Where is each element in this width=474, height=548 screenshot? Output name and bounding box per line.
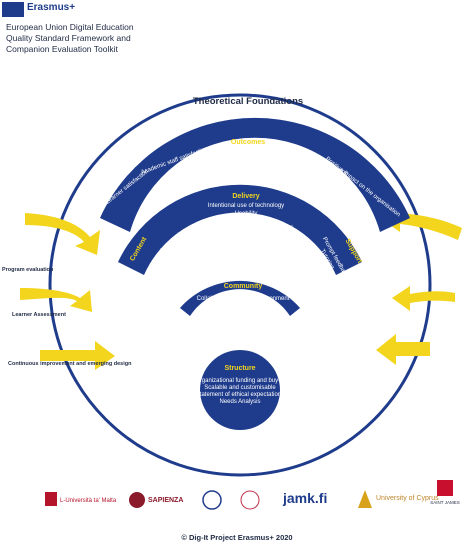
arrow-left-3 <box>40 341 115 370</box>
arrow-right-2 <box>392 286 455 311</box>
sapienza-logo-icon <box>129 492 145 508</box>
side-label-learner-assessment: Learner Assessment <box>12 312 66 318</box>
community-item-3: Participatory culture <box>216 310 270 316</box>
logo-stjames: SAINT JAMES <box>430 500 459 505</box>
outcomes-band <box>100 117 410 232</box>
delivery-item-5: Engaging and interactive <box>213 232 280 238</box>
delivery-heading: Delivery <box>232 193 259 200</box>
logo-malta: L-Università ta' Malta <box>60 498 117 504</box>
structure-item-4: Needs Analysis <box>219 399 260 405</box>
outcome-item-3: Increased learner knowledge and skills <box>196 158 299 164</box>
page-title: European Union Digital Education Quality… <box>6 22 134 54</box>
delivery-item-1: Intentional use of technology <box>208 203 284 209</box>
diagram-title: Theoretical Foundations <box>193 96 303 107</box>
university-seal-2-icon <box>240 490 260 510</box>
side-label-continuous-improvement: Continuous improvement and emerging desi… <box>8 361 132 367</box>
delivery-band <box>118 184 362 275</box>
stjames-logo-icon <box>437 480 453 496</box>
community-item-2: Inclusive and safe <box>219 303 268 309</box>
logos-row: L-Università ta' Malta SAPIENZA jamk.fi … <box>45 480 460 510</box>
outcomes-heading: Outcomes <box>231 139 265 146</box>
community-heading: Community <box>224 283 263 290</box>
community-band <box>180 280 300 316</box>
delivery-item-7: Facilitates teaching, social, and cognit… <box>178 247 314 253</box>
malta-logo-icon <box>45 492 57 506</box>
footer-copyright: © Dig-It Project Erasmus+ 2020 <box>181 533 293 542</box>
arrows <box>20 205 462 370</box>
arrow-left-1 <box>25 213 100 255</box>
delivery-item-2: Usability <box>235 211 258 217</box>
delivery-item-3: Accessibility <box>230 218 263 224</box>
arrow-right-3 <box>376 334 430 365</box>
side-label-program-evaluation: Program evaluation <box>2 267 54 273</box>
logo-sapienza: SAPIENZA <box>148 497 183 504</box>
university-seal-icon <box>202 490 222 510</box>
community-item-1: Collaborative learning environment <box>197 296 290 302</box>
eu-flag-icon <box>2 2 24 17</box>
structure-item-3: Statement of ethical expectations <box>196 392 284 398</box>
delivery-item-4: Incorporates pedagogical strategies <box>198 225 293 231</box>
logo-cyprus: University of Cyprus <box>376 495 439 502</box>
structure-heading: Structure <box>224 365 255 372</box>
structure-circle <box>200 350 280 430</box>
structure-item-2: Scalable and customisable <box>204 385 276 391</box>
arrow-left-2 <box>20 288 92 312</box>
cyprus-logo-icon <box>358 490 372 508</box>
delivery-item-6: Promotes reflection <box>220 239 272 245</box>
brand-label: Erasmus+ <box>27 2 76 13</box>
logo-jamk: jamk.fi <box>282 490 327 506</box>
structure-item-1: Organizational funding and buy-in <box>195 378 285 384</box>
